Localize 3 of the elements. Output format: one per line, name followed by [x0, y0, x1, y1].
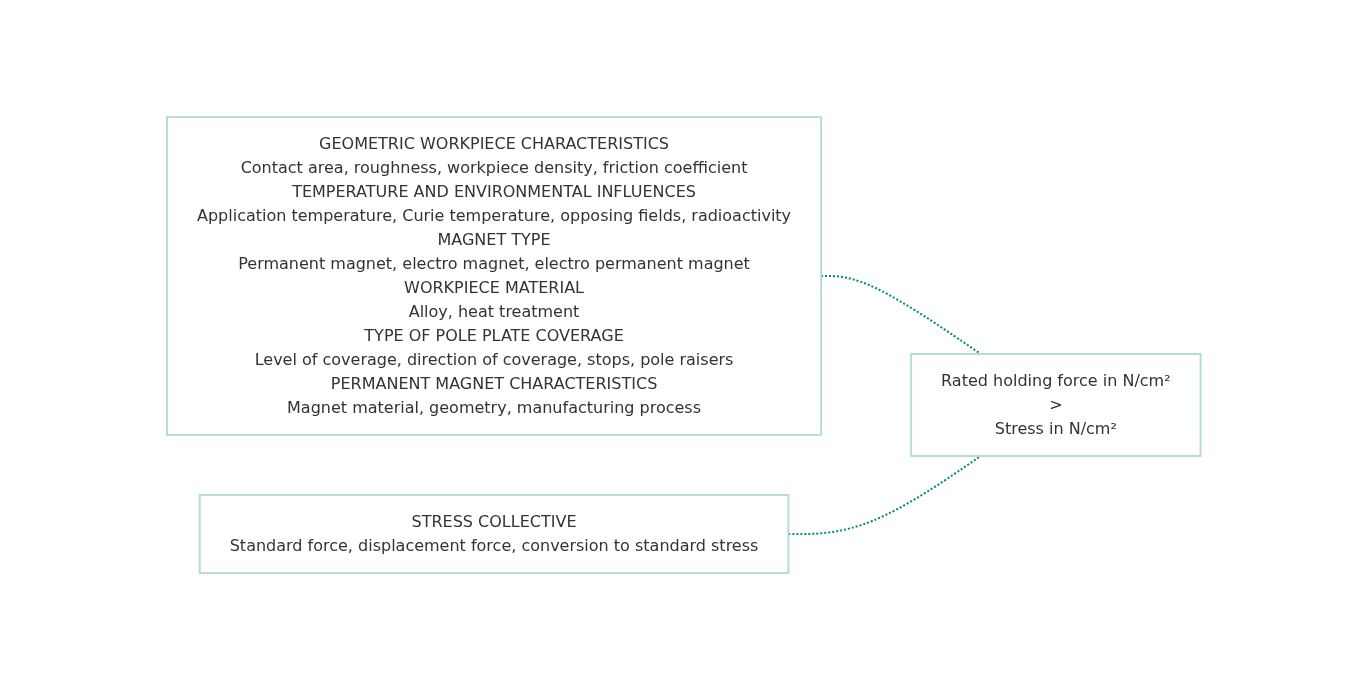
node-box: STRESS COLLECTIVE Standard force, displacement force, conversion to standard stress: [198, 493, 790, 574]
node-box: GEOMETRIC WORKPIECE CHARACTERISTICS Contact area, roughness, workpiece density, friction coefficient TEMPERATURE AND ENVIRONMENTAL INFLUENCES Application temperature, Curie temperature, opposing fields, radioactivity MAGNET TYPE Permanent magnet, electro magnet, electro permanent magnet WORKPIECE MATERIAL Alloy, heat treatment TYPE OF POLE PLATE COVERAGE Level of coverage, direction of coverage, stops, pole raisers PERMANENT MAGNET CHARACTERISTICS Magnet material, geometry, manufacturing process: [166, 115, 823, 436]
node-box: Rated holding force in N/cm² > Stress in N/cm²: [910, 352, 1202, 457]
